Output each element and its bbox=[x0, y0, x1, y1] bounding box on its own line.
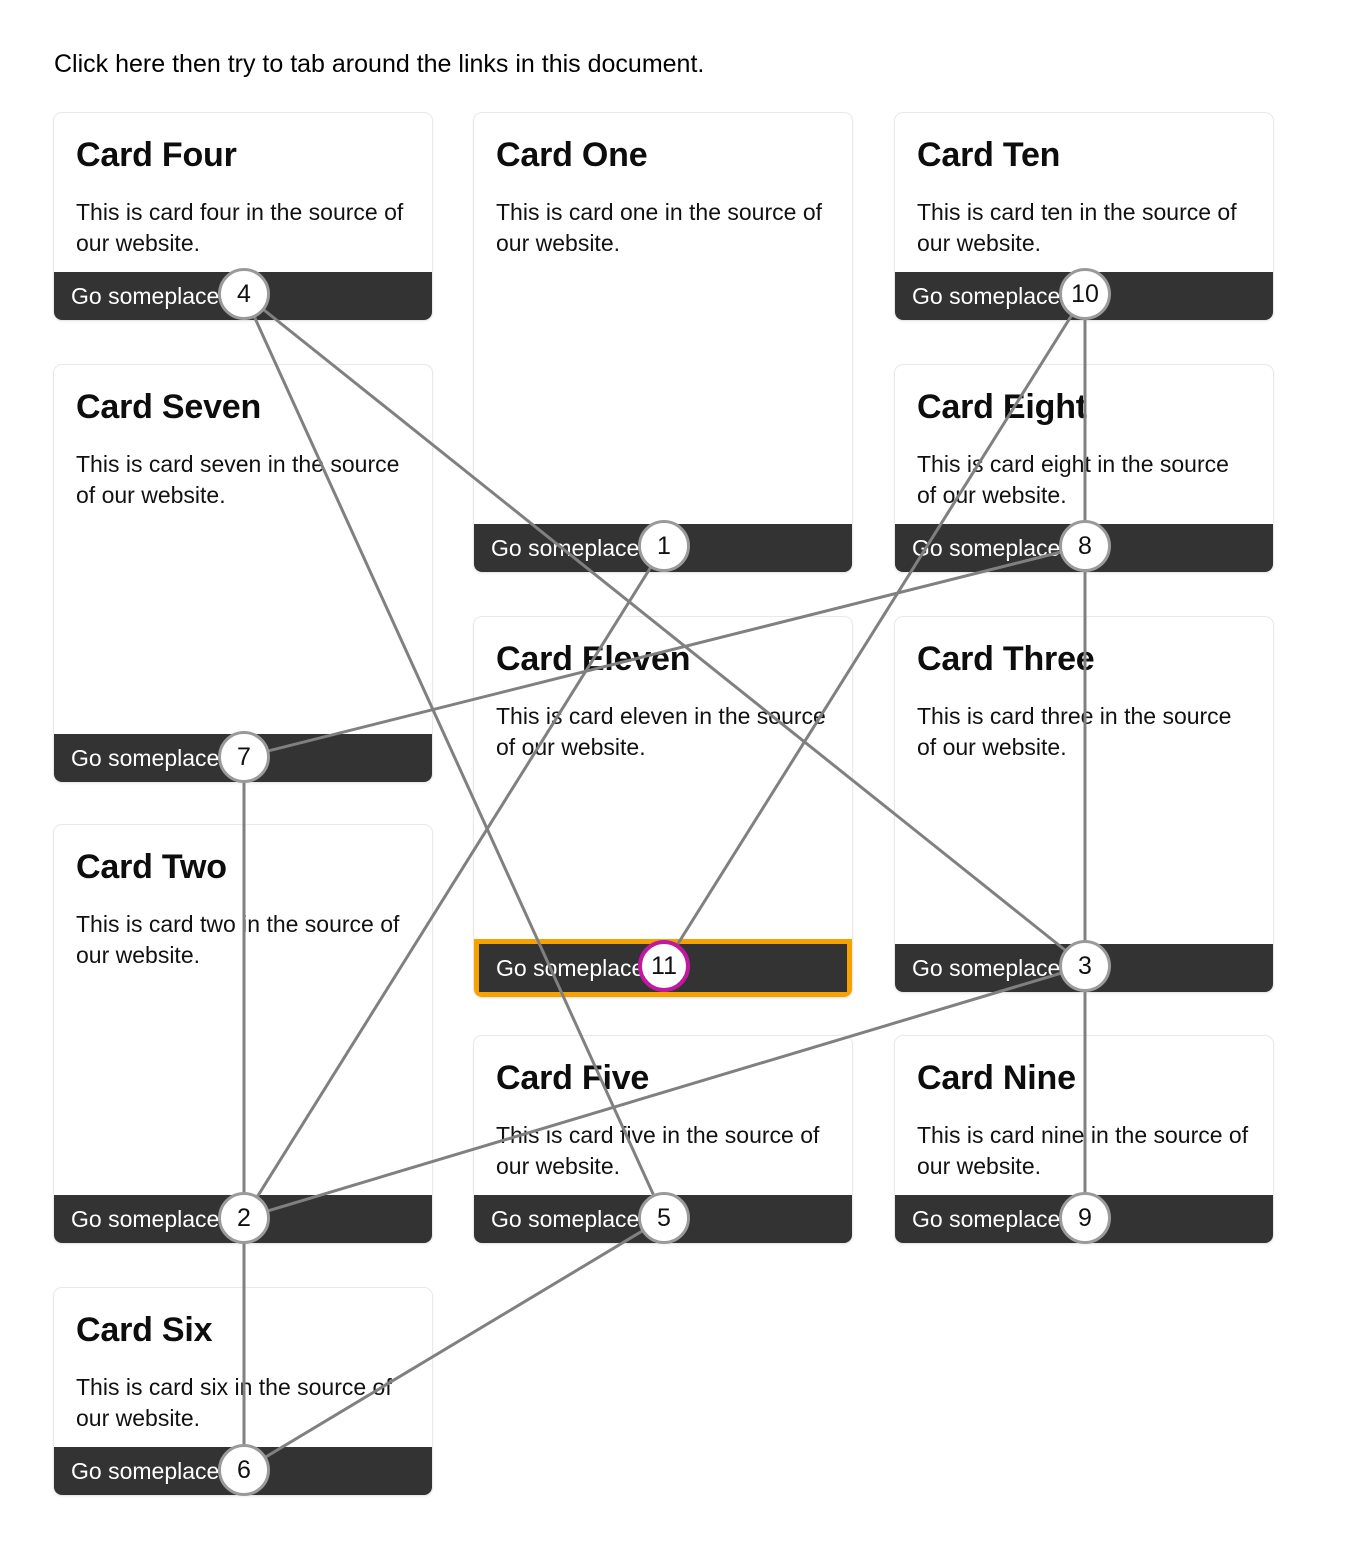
card-link-seven[interactable]: Go someplace bbox=[71, 745, 220, 771]
card-link-five[interactable]: Go someplace bbox=[491, 1206, 640, 1232]
card-description: This is card eleven in the source of our… bbox=[496, 703, 826, 760]
card-description: This is card five in the source of our w… bbox=[496, 1122, 820, 1179]
card-description: This is card three in the source of our … bbox=[917, 703, 1232, 760]
card-link-one[interactable]: Go someplace bbox=[491, 535, 640, 561]
card-description: This is card nine in the source of our w… bbox=[917, 1122, 1249, 1179]
card-description: This is card six in the source of our we… bbox=[76, 1374, 392, 1431]
card-link-ten[interactable]: Go someplace bbox=[912, 283, 1061, 309]
tab-order-badge-4: 4 bbox=[218, 268, 270, 320]
card-title: Card Four bbox=[76, 136, 237, 174]
card-description: This is card seven in the source of our … bbox=[76, 451, 400, 508]
card-link-four[interactable]: Go someplace bbox=[71, 283, 220, 309]
card-description: This is card four in the source of our w… bbox=[76, 199, 404, 256]
card-description: This is card two in the source of our we… bbox=[76, 911, 400, 968]
tab-order-badge-8: 8 bbox=[1059, 520, 1111, 572]
card-title: Card Three bbox=[917, 640, 1095, 678]
tab-order-badge-10: 10 bbox=[1059, 268, 1111, 320]
card-title: Card Eleven bbox=[496, 640, 691, 678]
card-link-three[interactable]: Go someplace bbox=[912, 955, 1061, 981]
tab-order-badge-7: 7 bbox=[218, 731, 270, 783]
card-title: Card Six bbox=[76, 1311, 213, 1349]
tab-order-badge-5: 5 bbox=[638, 1192, 690, 1244]
card-title: Card Five bbox=[496, 1059, 650, 1097]
intro-text: Click here then try to tab around the li… bbox=[54, 50, 705, 78]
card-description: This is card ten in the source of our we… bbox=[917, 199, 1237, 256]
card-title: Card One bbox=[496, 136, 648, 174]
card-title: Card Ten bbox=[917, 136, 1061, 174]
card-link-six[interactable]: Go someplace bbox=[71, 1458, 220, 1484]
card-title: Card Seven bbox=[76, 388, 262, 426]
tab-order-badge-1: 1 bbox=[638, 520, 690, 572]
card-title: Card Eight bbox=[917, 388, 1087, 426]
card-link-two[interactable]: Go someplace bbox=[71, 1206, 220, 1232]
card-description: This is card eight in the source of our … bbox=[917, 451, 1229, 508]
card-description: This is card one in the source of our we… bbox=[496, 199, 822, 256]
card-title: Card Nine bbox=[917, 1059, 1076, 1097]
tab-order-badge-9: 9 bbox=[1059, 1192, 1111, 1244]
tab-order-badge-3: 3 bbox=[1059, 940, 1111, 992]
card-link-nine[interactable]: Go someplace bbox=[912, 1206, 1061, 1232]
card-title: Card Two bbox=[76, 848, 227, 886]
tab-order-badge-6: 6 bbox=[218, 1444, 270, 1496]
card-link-eight[interactable]: Go someplace bbox=[912, 535, 1061, 561]
tab-order-badge-2: 2 bbox=[218, 1192, 270, 1244]
card-link-eleven[interactable]: Go someplace bbox=[496, 955, 645, 981]
tab-order-badge-11: 11 bbox=[638, 940, 690, 992]
